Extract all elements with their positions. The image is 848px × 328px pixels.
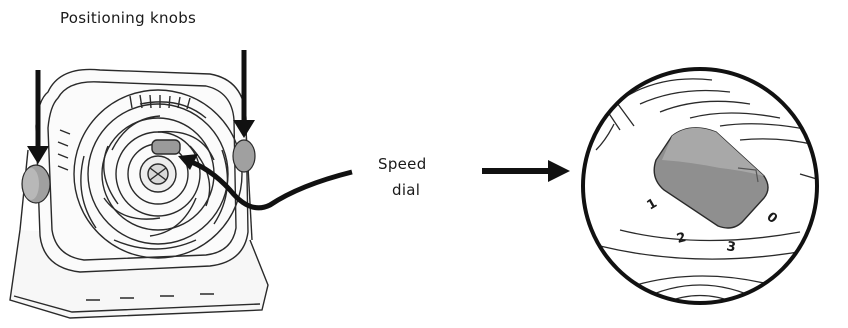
knob-arrows [27, 50, 255, 164]
speed-dial-leader [178, 154, 353, 211]
left-knob-arrowhead [27, 146, 49, 164]
zoom-circle-border [581, 67, 819, 305]
speed-dial-label: Speed dial [378, 151, 427, 203]
positioning-knobs-label: Positioning knobs [60, 9, 197, 27]
zoom-detail: 1 2 3 0 [581, 67, 819, 305]
zoomed-speed-dial [653, 127, 769, 229]
right-positioning-knob [232, 139, 256, 173]
right-knob-arrowhead [233, 120, 255, 138]
dial-mark-3: 3 [725, 239, 737, 255]
dial-mark-2: 2 [675, 230, 688, 247]
fan-speed-dial [151, 139, 181, 155]
zoom-arrow [482, 160, 570, 182]
speed-label-line2: dial [392, 181, 421, 199]
speed-label-line1: Speed [378, 155, 427, 173]
fan-illustration [9, 68, 269, 319]
